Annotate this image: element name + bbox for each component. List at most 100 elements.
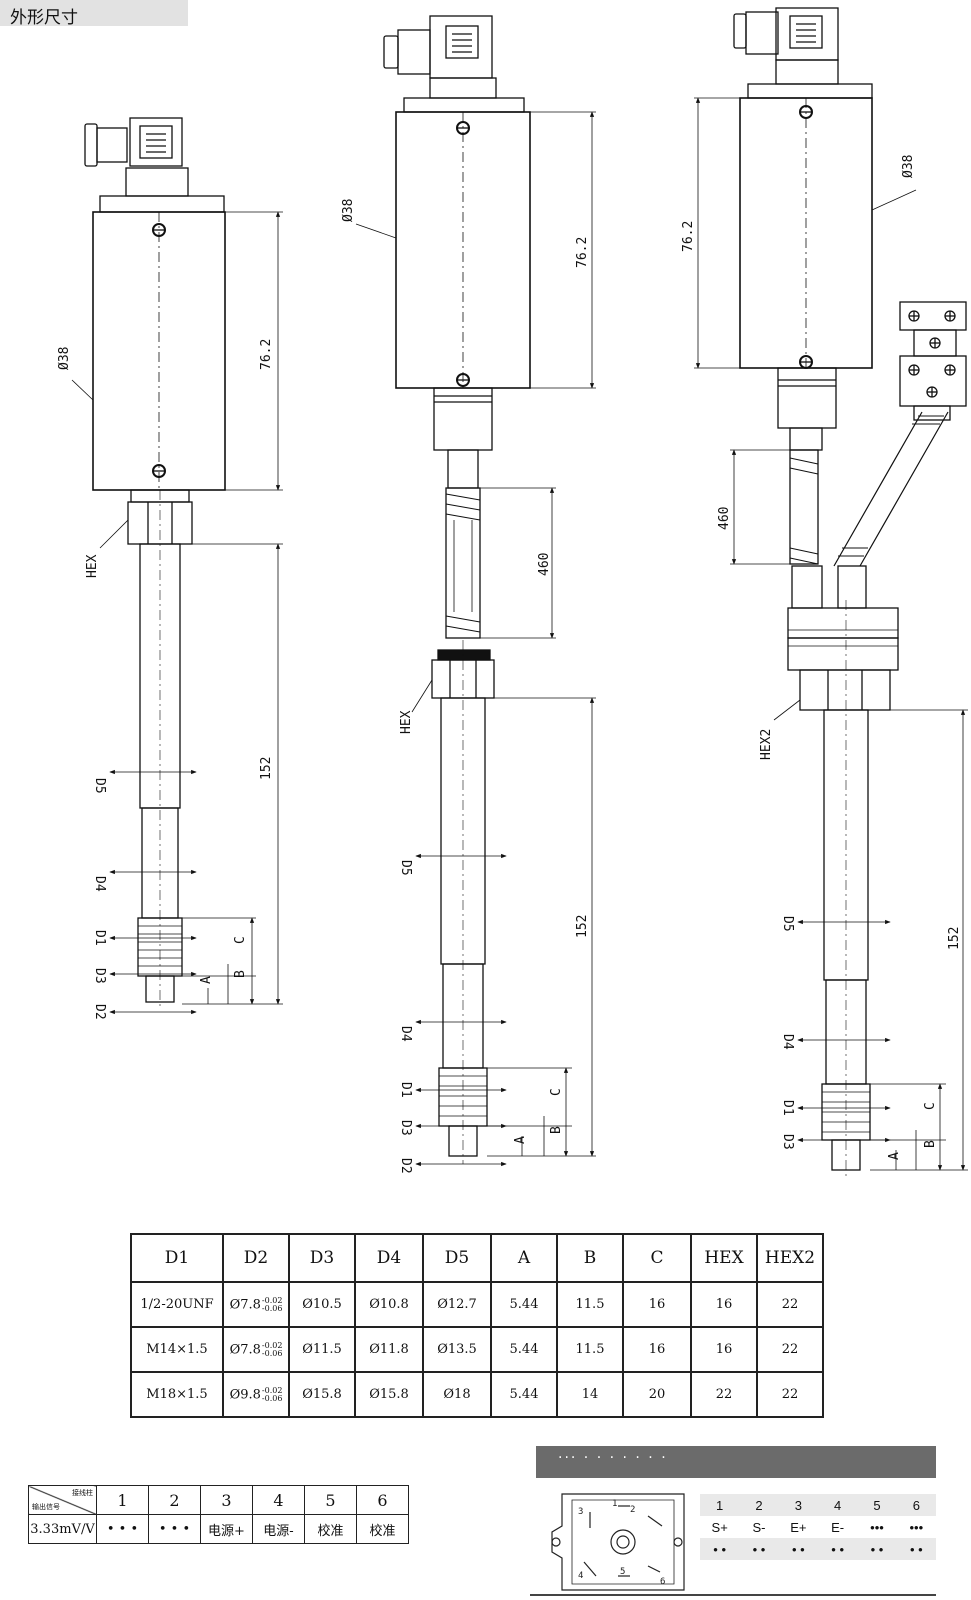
right-dia-label: Ø38 (901, 155, 916, 178)
cell-hex2: 22 (756, 1326, 824, 1373)
middle-stem-label: 152 (575, 915, 590, 938)
d2-value: Ø7.8 (229, 1297, 261, 1312)
signal-header-row: 接线柱 输出信号 1 2 3 4 5 6 (28, 1485, 409, 1515)
connector-face-drawing: 1 2 3 4 5 6 (551, 1493, 685, 1591)
cell-d5: Ø13.5 (422, 1326, 492, 1373)
bottom-rule (530, 1594, 936, 1596)
cell-d1: M14×1.5 (130, 1326, 224, 1373)
table-row: 1/2-20UNF Ø7.8-0.02-0.06 Ø10.5 Ø10.8 Ø12… (130, 1281, 824, 1328)
left-d2-label: D2 (92, 1004, 107, 1020)
dimension-drawing: Ø38 76.2 152 HEX D5 D4 D1 D3 D2 C B A (57, 7, 968, 1176)
sensor-left (71, 117, 283, 1015)
right-hex2-label: HEX2 (759, 729, 774, 760)
cell-a: 5.44 (490, 1326, 558, 1373)
connector-pin-6: 6 (660, 1577, 665, 1587)
cell-d2: Ø7.8-0.02-0.06 (222, 1326, 290, 1373)
right-d5-label: D5 (780, 916, 795, 932)
pin-number: 6 (912, 1497, 920, 1513)
cell-d1: M18×1.5 (130, 1371, 224, 1418)
tolerance: -0.02-0.06 (261, 1295, 283, 1313)
right-d4-label: D4 (780, 1034, 795, 1050)
cell-b: 11.5 (556, 1326, 624, 1373)
col-header: HEX (690, 1233, 758, 1283)
col-header: D2 (222, 1233, 290, 1283)
middle-cable-label: 460 (537, 553, 552, 576)
pin-header: 2 (148, 1485, 201, 1515)
signal-value: • • • (96, 1514, 149, 1544)
col-header: D4 (354, 1233, 424, 1283)
left-c-label: C (233, 936, 248, 944)
col-header: D3 (288, 1233, 356, 1283)
right-d1-label: D1 (780, 1100, 795, 1116)
d2-value: Ø9.8 (229, 1387, 261, 1402)
middle-b-label: B (549, 1126, 564, 1134)
pin-header: 3 (200, 1485, 253, 1515)
connector-pin-2: 2 (630, 1505, 635, 1515)
connector-pin-4: 4 (578, 1571, 583, 1581)
signal-value: 校准 (304, 1514, 357, 1544)
pin-panel-bar-text: ··· · · · · · · · (558, 1450, 668, 1466)
tol-lower: -0.06 (261, 1303, 283, 1313)
pin-header: 6 (356, 1485, 409, 1515)
page-title: 外形尺寸 (10, 8, 78, 28)
tol-upper: -0.02 (261, 1295, 283, 1305)
middle-d3-label: D3 (398, 1120, 413, 1136)
right-cable-label: 460 (717, 507, 732, 530)
cell-d1: 1/2-20UNF (130, 1281, 224, 1328)
cell-hex2: 22 (756, 1371, 824, 1418)
pin-dots: • • (752, 1541, 766, 1557)
d2-value: Ø7.8 (229, 1342, 261, 1357)
middle-d4-label: D4 (398, 1026, 413, 1042)
pin-code: E- (831, 1519, 845, 1535)
table-row: M14×1.5 Ø7.8-0.02-0.06 Ø11.5 Ø11.8 Ø13.5… (130, 1326, 824, 1373)
pin-code: ••• (870, 1519, 884, 1535)
cell-d5: Ø12.7 (422, 1281, 492, 1328)
left-stem-label: 152 (259, 757, 274, 780)
cell-hex2: 22 (756, 1281, 824, 1328)
pin-number: 4 (834, 1497, 842, 1513)
cell-d4: Ø10.8 (354, 1281, 424, 1328)
signal-value: 电源+ (200, 1514, 253, 1544)
pin-header: 5 (304, 1485, 357, 1515)
pin-number-row: 1 2 3 4 5 6 (700, 1494, 936, 1516)
signal-row: 3.33mV/V • • • • • • 电源+ 电源- 校准 校准 (28, 1514, 409, 1544)
right-len-label: 76.2 (681, 221, 696, 252)
pin-dot-row: • • • • • • • • • • • • (700, 1538, 936, 1560)
tol-upper: -0.02 (261, 1385, 283, 1395)
middle-d2-label: D2 (398, 1158, 413, 1174)
pin-dots: • • (713, 1541, 727, 1557)
right-c-label: C (923, 1102, 938, 1110)
cell-d3: Ø10.5 (288, 1281, 356, 1328)
pin-code: S+ (711, 1519, 728, 1535)
pin-dots: • • (870, 1541, 884, 1557)
col-header: D1 (130, 1233, 224, 1283)
signal-table: 接线柱 输出信号 1 2 3 4 5 6 3.33mV/V • • • • • … (28, 1485, 409, 1544)
cell-c: 16 (622, 1326, 692, 1373)
left-d5-label: D5 (92, 778, 107, 794)
left-dia-label: Ø38 (57, 347, 72, 370)
middle-d5-label: D5 (398, 860, 413, 876)
middle-dia-label: Ø38 (341, 199, 356, 222)
corner-bottom: 输出信号 (32, 1503, 60, 1511)
right-a-label: A (887, 1152, 902, 1160)
col-header: C (622, 1233, 692, 1283)
pin-number: 5 (873, 1497, 881, 1513)
pin-header: 1 (96, 1485, 149, 1515)
middle-a-label: A (513, 1136, 528, 1144)
left-hex-label: HEX (85, 554, 100, 578)
dimension-table: D1 D2 D3 D4 D5 A B C HEX HEX2 1/2-20UNF … (130, 1233, 824, 1418)
corner-cell: 接线柱 输出信号 (28, 1485, 97, 1515)
pin-dots: • • (909, 1541, 923, 1557)
col-header: D5 (422, 1233, 492, 1283)
signal-value: 电源- (252, 1514, 305, 1544)
signal-output: 3.33mV/V (28, 1514, 97, 1544)
pin-assignment-grid: 1 2 3 4 5 6 S+ S- E+ E- ••• ••• • • • • … (700, 1494, 936, 1560)
cell-c: 16 (622, 1281, 692, 1328)
pin-number: 1 (716, 1497, 724, 1513)
connector-pin-1: 1 (612, 1499, 617, 1509)
left-a-label: A (199, 976, 214, 984)
cell-b: 14 (556, 1371, 624, 1418)
sensor-right (694, 7, 968, 1176)
tolerance: -0.02-0.06 (261, 1385, 283, 1403)
cell-c: 20 (622, 1371, 692, 1418)
